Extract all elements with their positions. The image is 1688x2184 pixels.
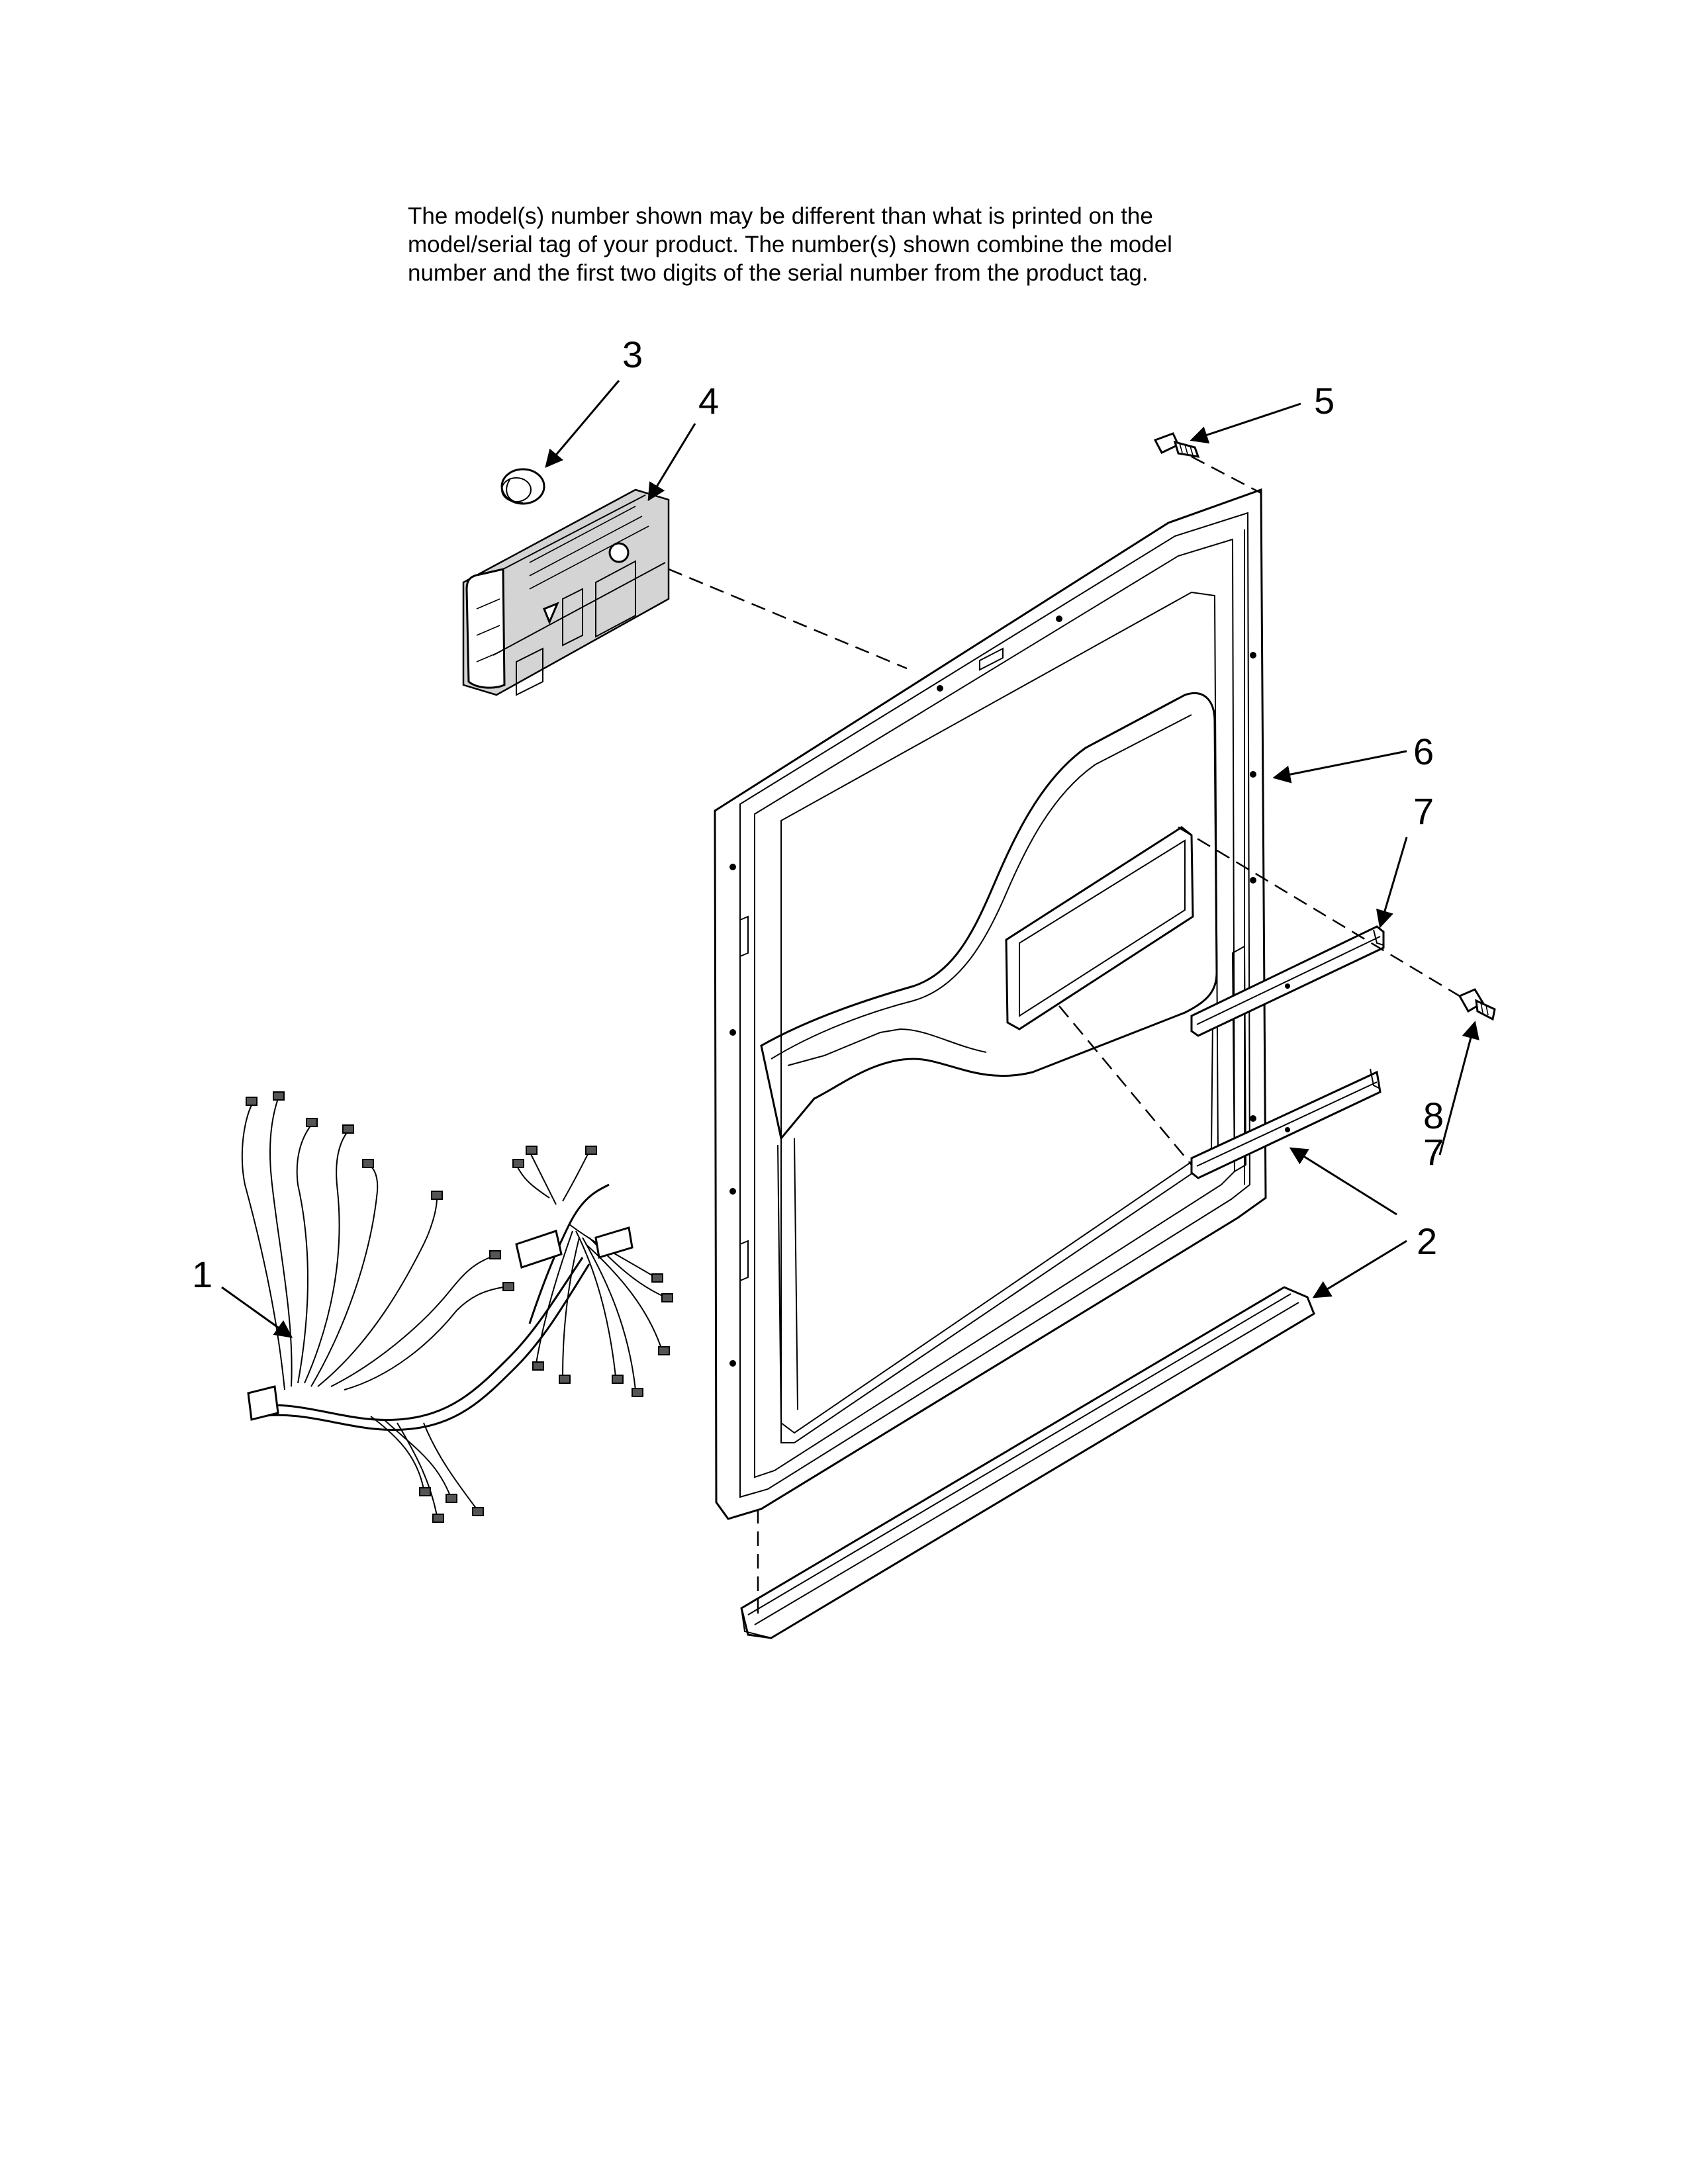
callout-2: 2 [1417, 1220, 1437, 1262]
note-line-2: model/serial tag of your product. The nu… [408, 232, 1172, 257]
note-line-1: The model(s) number shown may be differe… [408, 203, 1153, 229]
control-module [462, 488, 670, 696]
wire-harness [241, 1091, 673, 1523]
callout-5: 5 [1314, 380, 1335, 422]
callout-1: 1 [192, 1253, 212, 1295]
callout-leaders [221, 380, 1479, 1338]
handle-bracket-lower [1190, 1068, 1382, 1179]
inner-door-panel [714, 488, 1267, 1520]
callout-4: 4 [698, 380, 719, 422]
model-number-note: The model(s) number shown may be differe… [408, 202, 1401, 287]
callout-6: 6 [1413, 731, 1434, 772]
screw-side [1458, 988, 1496, 1021]
callout-7-lower: 7 [1423, 1131, 1444, 1173]
callout-7-upper: 7 [1413, 790, 1434, 832]
bottom-door-strip [740, 1286, 1315, 1639]
callout-8: 8 [1423, 1095, 1444, 1136]
assembly-dashed-lines [668, 455, 1460, 1615]
callout-3: 3 [622, 334, 643, 375]
note-line-3: number and the first two digits of the s… [408, 260, 1149, 286]
screw-top [1153, 432, 1200, 458]
grommet-plug [500, 468, 545, 505]
